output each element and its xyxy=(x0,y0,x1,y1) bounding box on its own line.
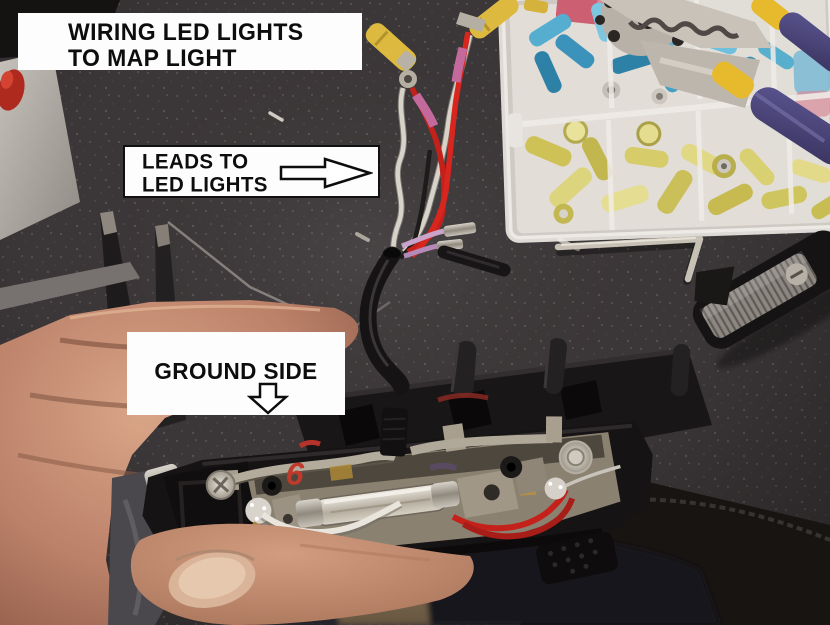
title-line-1: WIRING LED LIGHTS xyxy=(68,18,304,46)
leads-line-1: LEADS TO xyxy=(142,150,249,174)
black-heat-shrink-tube xyxy=(359,246,410,395)
screw-right xyxy=(558,440,593,475)
crimping-pliers xyxy=(595,0,830,165)
arrow-down-icon xyxy=(247,382,289,415)
arrow-right-icon xyxy=(279,157,373,189)
leads-line-2: LED LIGHTS xyxy=(142,173,268,197)
title-line-2: TO MAP LIGHT xyxy=(68,44,237,72)
ground-annotation: GROUND SIDE xyxy=(127,332,345,415)
terminal-organizer-box xyxy=(497,0,830,243)
fixture-dotted-panel xyxy=(536,531,618,585)
festoon-bulb xyxy=(295,481,460,528)
leads-annotation: LEADS TO LED LIGHTS xyxy=(123,145,380,198)
yellow-butt-connectors xyxy=(365,0,549,88)
lead-wires xyxy=(387,31,474,264)
pink-heat-shrink xyxy=(412,92,439,128)
title-annotation: WIRING LED LIGHTS TO MAP LIGHT xyxy=(18,13,362,72)
thumb xyxy=(130,523,474,625)
ground-label: GROUND SIDE xyxy=(154,358,318,384)
red-marking: 6 xyxy=(285,455,306,492)
allen-key xyxy=(554,235,704,285)
tube-end xyxy=(379,407,409,457)
map-light-lens xyxy=(692,230,830,369)
screw-left xyxy=(205,469,236,500)
